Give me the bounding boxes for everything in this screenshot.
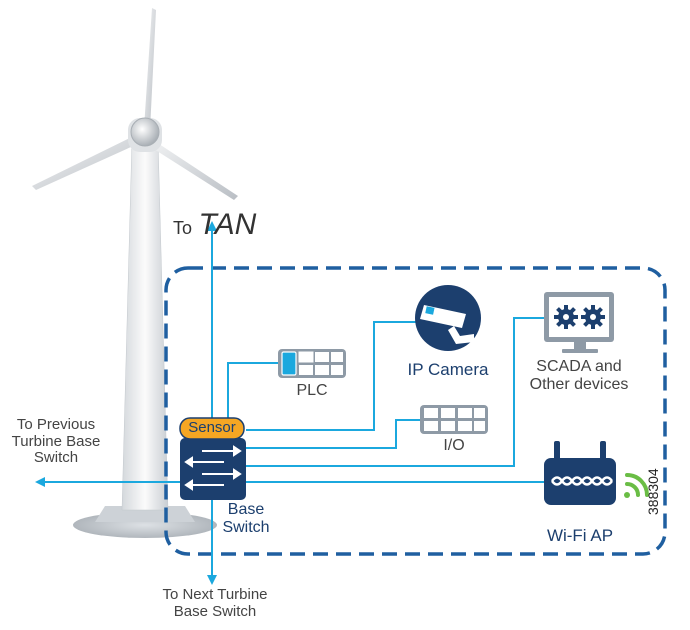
- to-tan-label: To TAN: [173, 208, 256, 241]
- link-to-ip-camera: [246, 321, 422, 431]
- io-label: I/O: [443, 437, 465, 454]
- turbine-blade-right: [146, 138, 238, 200]
- turbine-blade-left: [32, 134, 142, 190]
- io-module-icon: [420, 405, 488, 434]
- switch-arrows-icon: [180, 438, 246, 500]
- turbine-network-boundary: [164, 266, 667, 556]
- wifi-signal-icon: [624, 473, 649, 498]
- sensor-label: Sensor: [188, 419, 236, 436]
- scada-label-line2: Other devices: [529, 375, 629, 393]
- previous-turbine-label-line3: Switch: [33, 449, 79, 466]
- figure-id: 388304: [645, 468, 661, 515]
- base-switch-label: Base Switch: [206, 501, 286, 536]
- link-to-plc: [227, 362, 278, 418]
- tan-label: TAN: [198, 208, 257, 241]
- wind-turbine: [32, 8, 238, 538]
- previous-turbine-label-line1: To Previous: [16, 416, 96, 433]
- sensor-badge: [179, 417, 245, 440]
- turbine-foundation-top: [95, 506, 195, 522]
- turbine-tower: [121, 139, 169, 511]
- wifi-ap-label: Wi-Fi AP: [546, 526, 614, 545]
- security-camera-icon: [415, 285, 481, 351]
- link-to-io: [246, 419, 420, 449]
- next-turbine-label-line1: To Next Turbine: [162, 586, 268, 603]
- previous-turbine-label: To Previous Turbine Base Switch: [2, 416, 110, 467]
- ip-camera-label: IP Camera: [407, 360, 489, 379]
- base-switch-label-line1: Base: [227, 501, 265, 518]
- to-prefix: To: [173, 218, 193, 238]
- monitor-gears-icon: [544, 292, 614, 353]
- turbine-hub: [130, 117, 160, 147]
- turbine-blade-top: [144, 8, 156, 130]
- scada-label-line1: SCADA and: [536, 358, 622, 375]
- network-links: [35, 221, 546, 585]
- previous-turbine-label-line2: Turbine Base: [11, 432, 101, 450]
- base-switch-label-line2: Switch: [222, 518, 270, 536]
- next-turbine-label: To Next Turbine Base Switch: [140, 586, 290, 620]
- scada-label: SCADA and Other devices: [516, 358, 642, 393]
- next-turbine-label-line2: Base Switch: [173, 602, 257, 620]
- plc-label: PLC: [296, 382, 328, 399]
- wireless-access-point-icon: [544, 441, 616, 505]
- link-to-scada: [246, 317, 544, 467]
- plc-module-icon: [278, 349, 346, 378]
